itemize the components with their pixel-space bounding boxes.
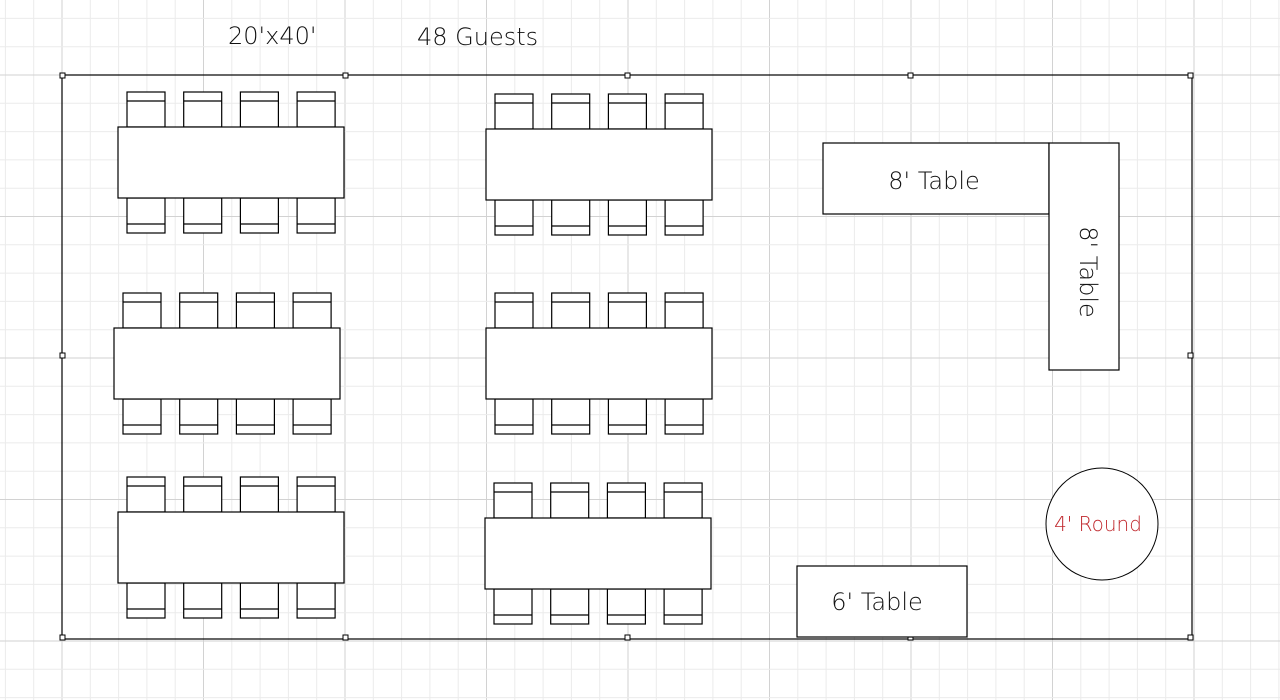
chair[interactable] (126, 476, 166, 513)
resize-handle[interactable] (1187, 352, 1194, 359)
banquet-table[interactable] (117, 511, 345, 584)
chair[interactable] (179, 292, 219, 329)
chair[interactable] (494, 93, 534, 130)
banquet-table-group[interactable] (485, 93, 713, 236)
tent-size-label: 20'x40' (228, 22, 316, 50)
resize-handle[interactable] (59, 352, 66, 359)
resize-handle[interactable] (1187, 634, 1194, 641)
banquet-table[interactable] (113, 327, 341, 400)
chair[interactable] (550, 588, 590, 625)
chair[interactable] (663, 482, 703, 519)
banquet-table-group[interactable] (485, 292, 713, 435)
chair[interactable] (494, 199, 534, 236)
resize-handle[interactable] (1187, 72, 1194, 79)
chair[interactable] (183, 91, 223, 128)
chair[interactable] (551, 199, 591, 236)
chair[interactable] (296, 476, 336, 513)
chair[interactable] (551, 398, 591, 435)
chair[interactable] (607, 93, 648, 130)
chair[interactable] (607, 292, 648, 329)
resize-handle[interactable] (59, 72, 66, 79)
banquet-table[interactable] (117, 126, 345, 199)
chair[interactable] (126, 91, 166, 128)
chair[interactable] (607, 199, 648, 236)
chair[interactable] (126, 197, 166, 234)
guest-count-label: 48 Guests (417, 23, 538, 51)
banquet-table-group[interactable] (113, 292, 341, 435)
six-foot-table-label: 6' Table (831, 588, 923, 616)
banquet-table-group[interactable] (117, 476, 345, 619)
chair[interactable] (296, 582, 336, 619)
chair[interactable] (551, 93, 591, 130)
round-table[interactable] (1045, 467, 1159, 581)
chair[interactable] (183, 476, 223, 513)
chair[interactable] (239, 91, 279, 128)
head-table-horizontal[interactable] (822, 142, 1050, 215)
resize-handle[interactable] (342, 72, 349, 79)
banquet-table[interactable] (485, 327, 713, 400)
banquet-table[interactable] (485, 128, 713, 201)
chair[interactable] (664, 93, 704, 130)
resize-handle[interactable] (624, 634, 631, 641)
head-table-vertical-label: 8' Table (1074, 226, 1102, 318)
six-foot-table[interactable] (796, 565, 968, 638)
chair[interactable] (493, 482, 533, 519)
resize-handle[interactable] (342, 634, 349, 641)
chair[interactable] (235, 398, 275, 435)
chair[interactable] (179, 398, 219, 435)
chair[interactable] (663, 588, 703, 625)
resize-handle[interactable] (624, 72, 631, 79)
chair[interactable] (122, 292, 162, 329)
chair[interactable] (607, 398, 648, 435)
chair[interactable] (239, 582, 279, 619)
chair[interactable] (183, 197, 223, 234)
chair[interactable] (183, 582, 223, 619)
chair[interactable] (664, 292, 704, 329)
chair[interactable] (239, 476, 279, 513)
banquet-table-group[interactable] (484, 482, 712, 625)
chair[interactable] (494, 292, 534, 329)
banquet-table[interactable] (484, 517, 712, 590)
chair[interactable] (235, 292, 275, 329)
chair[interactable] (494, 398, 534, 435)
chair[interactable] (239, 197, 279, 234)
chair[interactable] (122, 398, 162, 435)
banquet-tables (113, 91, 713, 625)
chair[interactable] (550, 482, 590, 519)
chair[interactable] (126, 582, 166, 619)
tent-handles (59, 72, 1194, 641)
round-table-label: 4' Round (1054, 512, 1142, 536)
head-table-vertical[interactable] (1048, 142, 1120, 371)
resize-handle[interactable] (59, 634, 66, 641)
chair[interactable] (493, 588, 533, 625)
banquet-table-group[interactable] (117, 91, 345, 234)
chair[interactable] (664, 398, 704, 435)
chair[interactable] (292, 292, 332, 329)
chair[interactable] (296, 91, 336, 128)
chair[interactable] (292, 398, 332, 435)
chair[interactable] (296, 197, 336, 234)
chair[interactable] (551, 292, 591, 329)
head-table-horizontal-label: 8' Table (888, 167, 980, 195)
chair[interactable] (606, 482, 647, 519)
chair[interactable] (664, 199, 704, 236)
chair[interactable] (606, 588, 647, 625)
resize-handle[interactable] (907, 72, 914, 79)
